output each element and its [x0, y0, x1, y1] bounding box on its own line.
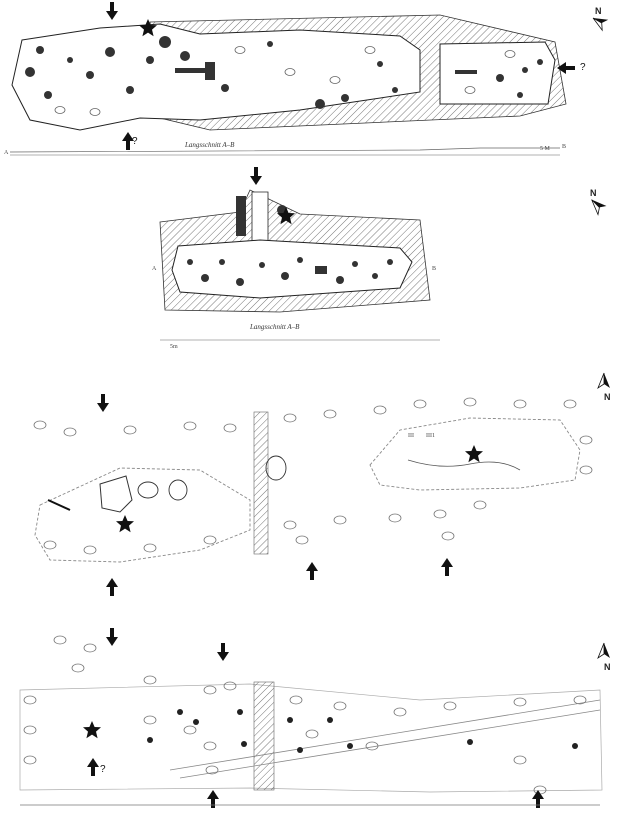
plan-1-uncertain-mark-2: ?: [580, 62, 586, 73]
plan-2-north-label: N: [590, 188, 597, 198]
plan-1-section-mark-a: A: [4, 150, 9, 156]
up-arrow-icon: [87, 758, 99, 776]
plan-2-section-caption: Langsschnitt A–B: [250, 323, 300, 331]
plan-3-stones: [33, 397, 593, 555]
plan-2-section-mark-b: B: [432, 266, 437, 272]
plan-1-uncertain-mark-1: ?: [132, 136, 138, 147]
plan-3-pit: [265, 455, 287, 481]
plan-3-slab: [99, 475, 133, 513]
plan-4-diagonal-feature: [169, 699, 601, 771]
plan-3-outline-west: [34, 467, 251, 563]
plan-4-dark-stones: [147, 709, 578, 753]
plan-3-feature-outline: [407, 459, 521, 471]
plan-1-section-caption: Langsschnitt A–B: [185, 141, 235, 149]
plan-1-end-chamber: [439, 41, 556, 105]
plan-4-stones: [23, 635, 587, 795]
plan-3-north-label: N: [604, 392, 611, 402]
plan-4-uncertain-mark: ?: [100, 764, 106, 775]
star-icon: [465, 445, 483, 463]
plan-4: [19, 628, 611, 808]
plan-4-north-label: N: [604, 662, 611, 672]
plan-3-feature-label-1: III: [408, 433, 414, 439]
up-arrow-icon: [106, 578, 118, 596]
down-arrow-icon: [106, 628, 118, 646]
plan-1-stones: [25, 36, 543, 109]
plan-4-outline: [19, 683, 603, 793]
plan-1: [9, 2, 609, 156]
plan-3-dark-stone: [47, 499, 71, 511]
north-arrow-icon: [597, 642, 611, 659]
plan-3-feature-label-2: III1: [426, 433, 435, 439]
plan-3-outline-east: [369, 417, 581, 491]
plan-1-section-profile: [9, 147, 560, 153]
down-arrow-icon: [217, 643, 229, 661]
star-icon: [83, 721, 101, 739]
up-arrow-icon: [306, 562, 318, 580]
plan-2: [159, 167, 607, 341]
plan-2-chamber: [171, 239, 413, 299]
plan-4-section-strip: [253, 681, 275, 791]
plan-4-diagonal-feature: [179, 709, 601, 779]
plan-2-scale-label: 5m: [170, 344, 178, 350]
plan-3-pit: [137, 481, 159, 499]
plan-3: [33, 372, 611, 596]
up-arrow-icon: [441, 558, 453, 576]
plan-1-scale-label: 5 M: [540, 146, 550, 152]
plan-1-section-mark-b: B: [562, 144, 567, 150]
north-arrow-icon: [597, 372, 611, 389]
plan-3-section-strip: [253, 411, 269, 555]
down-arrow-icon: [250, 167, 262, 185]
down-arrow-icon: [97, 394, 109, 412]
plan-1-north-label: N: [595, 6, 602, 16]
star-icon: [116, 515, 134, 533]
north-arrow-icon: [586, 194, 607, 215]
plan-2-section-mark-a: A: [152, 266, 157, 272]
plan-3-pit: [168, 479, 188, 501]
